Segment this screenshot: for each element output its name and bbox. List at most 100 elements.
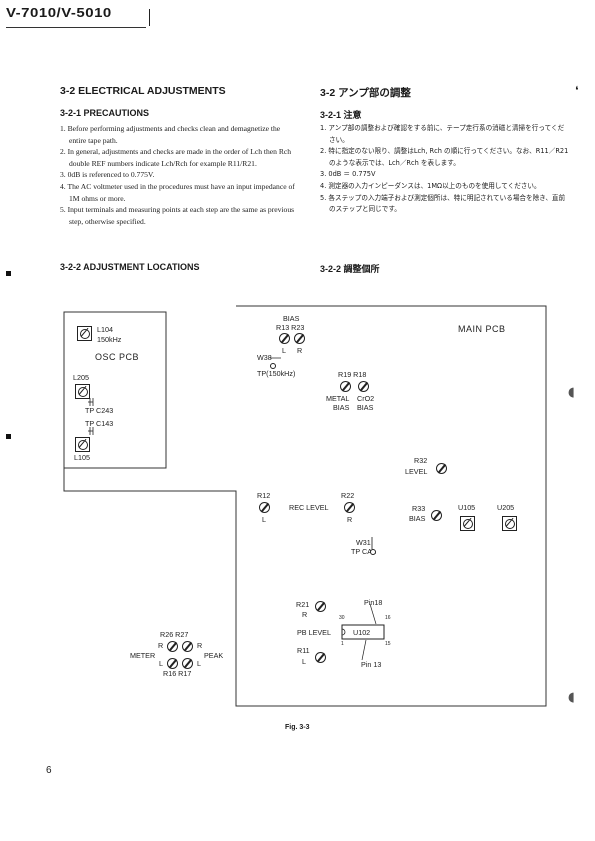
- precaution-item: 3. 0dB is referenced to 0.775V.: [60, 170, 155, 180]
- tp-w38-icon[interactable]: [270, 363, 276, 369]
- osc-pcb-label: OSC PCB: [95, 352, 140, 362]
- u205-label: U205: [497, 503, 515, 512]
- precaution-item: 4. 測定器の入力インピーダンスは、1MΩ以上のものを使用してください。: [320, 181, 541, 190]
- r33-label: R33: [412, 504, 426, 513]
- trimmer-r18-icon[interactable]: [358, 381, 369, 392]
- w31-label: W31: [356, 538, 371, 547]
- precaution-item: 5. Input terminals and measuring points …: [60, 205, 295, 226]
- margin-mark: [6, 434, 11, 439]
- r32-label: R32: [414, 456, 428, 465]
- precaution-item: 3. 0dB ＝ 0.775V: [320, 170, 376, 179]
- trimmer-r13-icon[interactable]: [279, 333, 290, 344]
- l205-label: L205: [73, 373, 89, 382]
- rec-level-label: REC LEVEL: [289, 503, 329, 512]
- precautions-list-en: 1. Before performing adjustments and che…: [60, 123, 298, 227]
- trimmer-r21-icon[interactable]: [315, 601, 326, 612]
- w38-label: W38: [257, 353, 272, 362]
- r32-level-label: LEVEL: [405, 467, 428, 476]
- pb-level-label: PB LEVEL: [297, 628, 331, 637]
- locations-title-en: 3-2-2 ADJUSTMENT LOCATIONS: [60, 262, 200, 272]
- l104-freq: 150kHz: [97, 335, 122, 344]
- main-pcb-label: MAIN PCB: [458, 324, 506, 334]
- cro2-label: CrO2: [357, 394, 375, 403]
- coil-u205-icon[interactable]: [502, 516, 517, 531]
- precautions-list-jp: 1. アンプ部の調整および確認をする前に、テープ走行系の消磁と清掃を行ってくださ…: [320, 123, 570, 216]
- tp150-label: TP(150kHz): [257, 369, 296, 378]
- trimmer-r23-icon[interactable]: [294, 333, 305, 344]
- margin-smudge: ◖: [568, 385, 575, 400]
- pin13-label: Pin 13: [361, 660, 382, 669]
- r12-label: R12: [257, 491, 271, 500]
- r19-r18-label: R19 R18: [338, 370, 367, 379]
- pin1-label: 1: [341, 641, 344, 647]
- precautions-title-en: 3-2-1 PRECAUTIONS: [60, 108, 150, 118]
- meter-l-right: L: [197, 659, 201, 668]
- cro2-bias-label: BIAS: [357, 403, 374, 412]
- trimmer-r11-icon[interactable]: [315, 652, 326, 663]
- locations-title-jp: 3-2-2 調整個所: [320, 264, 380, 274]
- coil-l105-icon[interactable]: [75, 437, 90, 452]
- r22-r-label: R: [347, 515, 353, 524]
- l104-label: L104: [97, 325, 113, 334]
- r11-label: R11: [297, 646, 310, 655]
- pin18-label: Pin18: [364, 598, 383, 607]
- meter-r-left: R: [158, 641, 164, 650]
- metal-label: METAL: [326, 394, 350, 403]
- page-number: 6: [46, 765, 52, 776]
- margin-smudge: ❛: [575, 84, 579, 97]
- trimmer-r26-icon[interactable]: [167, 641, 178, 652]
- header-tick: [149, 9, 150, 26]
- pin16-label: 16: [385, 615, 391, 621]
- meter-label: METER: [130, 651, 156, 660]
- tp-c143-label: TP C143: [85, 419, 114, 428]
- u102-label: U102: [353, 628, 371, 637]
- precaution-item: 4. The AC voltmeter used in the procedur…: [60, 181, 295, 203]
- bias-refs: R13 R23: [276, 323, 305, 332]
- bias-r: R: [297, 346, 303, 355]
- r22-label: R22: [341, 491, 355, 500]
- trimmer-r17-icon[interactable]: [182, 658, 193, 669]
- pin15-label: 15: [385, 641, 391, 647]
- trimmer-r22-icon[interactable]: [344, 502, 355, 513]
- r33-bias-label: BIAS: [409, 514, 426, 523]
- meter-l-left: L: [159, 659, 163, 668]
- model-header: V-7010/V-5010: [6, 6, 112, 21]
- coil-l205-icon[interactable]: [75, 384, 90, 399]
- metal-bias-label: BIAS: [333, 403, 350, 412]
- precaution-item: 1. アンプ部の調整および確認をする前に、テープ走行系の消磁と清掃を行ってくださ…: [320, 124, 565, 144]
- coil-u105-icon[interactable]: [460, 516, 475, 531]
- figure-caption: Fig. 3-3: [285, 724, 310, 731]
- section-title-jp: 3-2 アンプ部の調整: [320, 87, 411, 99]
- meter-r-right: R: [197, 641, 203, 650]
- precaution-item: 5. 各ステップの入力端子および測定個所は、特に明記されている場合を除き、直前の…: [320, 193, 566, 214]
- r26-r27-label: R26 R27: [160, 630, 189, 639]
- trimmer-r27-icon[interactable]: [182, 641, 193, 652]
- pin30-label: 30: [339, 615, 345, 621]
- bias-l: L: [282, 346, 286, 355]
- tp-cal-icon[interactable]: [370, 549, 376, 555]
- trimmer-r19-icon[interactable]: [340, 381, 351, 392]
- margin-smudge: ◖: [568, 690, 575, 705]
- u105-label: U105: [458, 503, 476, 512]
- r12-l-label: L: [262, 515, 266, 524]
- header-rule: [6, 27, 146, 28]
- r16-r17-label: R16 R17: [163, 669, 192, 678]
- trimmer-r32-icon[interactable]: [436, 463, 447, 474]
- trimmer-r16-icon[interactable]: [167, 658, 178, 669]
- bias-title: BIAS: [283, 314, 300, 323]
- tp-cal-label: TP CAL: [351, 547, 377, 556]
- precaution-item: 2. 特に指定のない限り、調整はLch, Rch の順に行ってください。なお、R…: [320, 147, 569, 167]
- trimmer-r33-icon[interactable]: [431, 510, 442, 521]
- r11-l-label: L: [302, 657, 306, 666]
- margin-mark: [6, 271, 11, 276]
- precaution-item: 1. Before performing adjustments and che…: [60, 124, 281, 145]
- section-title-en: 3-2 ELECTRICAL ADJUSTMENTS: [60, 85, 226, 97]
- r21-label: R21: [296, 600, 310, 609]
- l105-label: L105: [74, 453, 90, 462]
- precautions-title-jp: 3-2-1 注意: [320, 110, 362, 120]
- precaution-item: 2. In general, adjustments and checks ar…: [60, 147, 292, 168]
- trimmer-r12-icon[interactable]: [259, 502, 270, 513]
- coil-l104-icon[interactable]: [77, 326, 92, 341]
- r21-r-label: R: [302, 610, 308, 619]
